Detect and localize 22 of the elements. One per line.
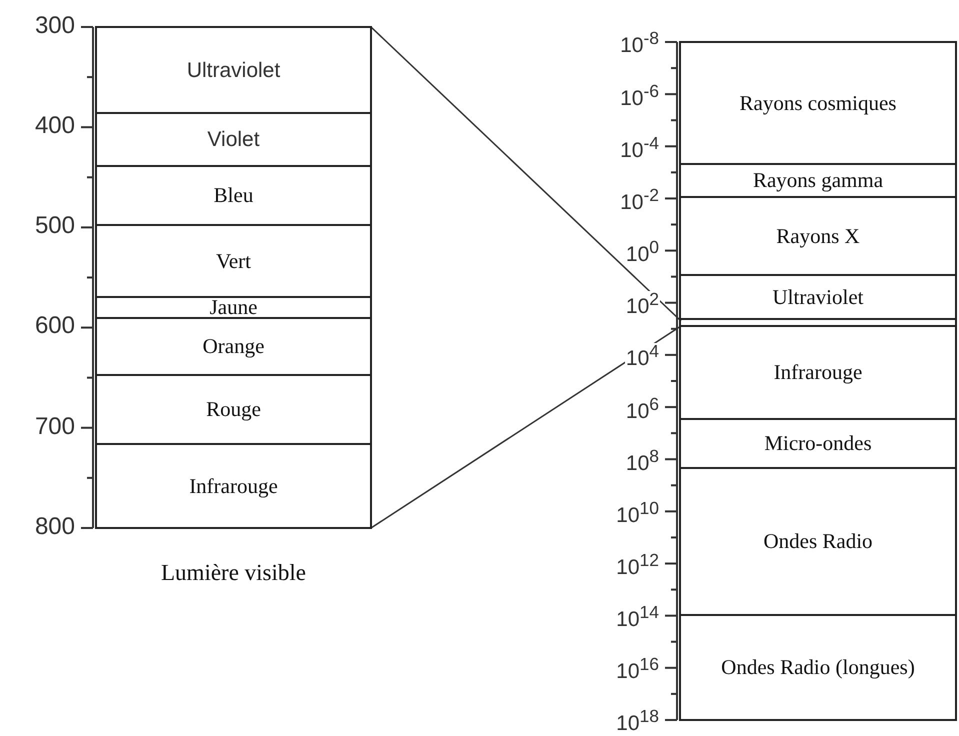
band-label: Micro-ondes — [764, 433, 872, 454]
band-label: Bleu — [214, 185, 254, 206]
band-label: Ondes Radio — [763, 531, 873, 552]
band-label: Rayons gamma — [752, 170, 884, 191]
band-label: Infrarouge — [774, 362, 862, 383]
band-label: Violet — [207, 129, 260, 150]
zoom-line — [370, 26, 682, 322]
band-label: Orange — [202, 336, 264, 357]
band-label: Vert — [216, 250, 251, 272]
spectrum-column — [679, 41, 957, 721]
spectrum-band — [97, 298, 370, 319]
band-label: Ultraviolet — [186, 60, 280, 80]
spectrum-column — [95, 26, 372, 529]
zoom-line — [370, 325, 682, 529]
band-label: Infrarouge — [189, 476, 278, 496]
band-label: Rouge — [206, 399, 261, 420]
band-label: Ultraviolet — [772, 286, 864, 308]
band-label: Ondes Radio (longues) — [721, 657, 915, 678]
band-label: Jaune — [210, 297, 258, 318]
column-caption: Lumière visible — [161, 560, 306, 586]
band-label: Rayons cosmiques — [740, 92, 896, 114]
band-label: Rayons X — [776, 226, 860, 246]
